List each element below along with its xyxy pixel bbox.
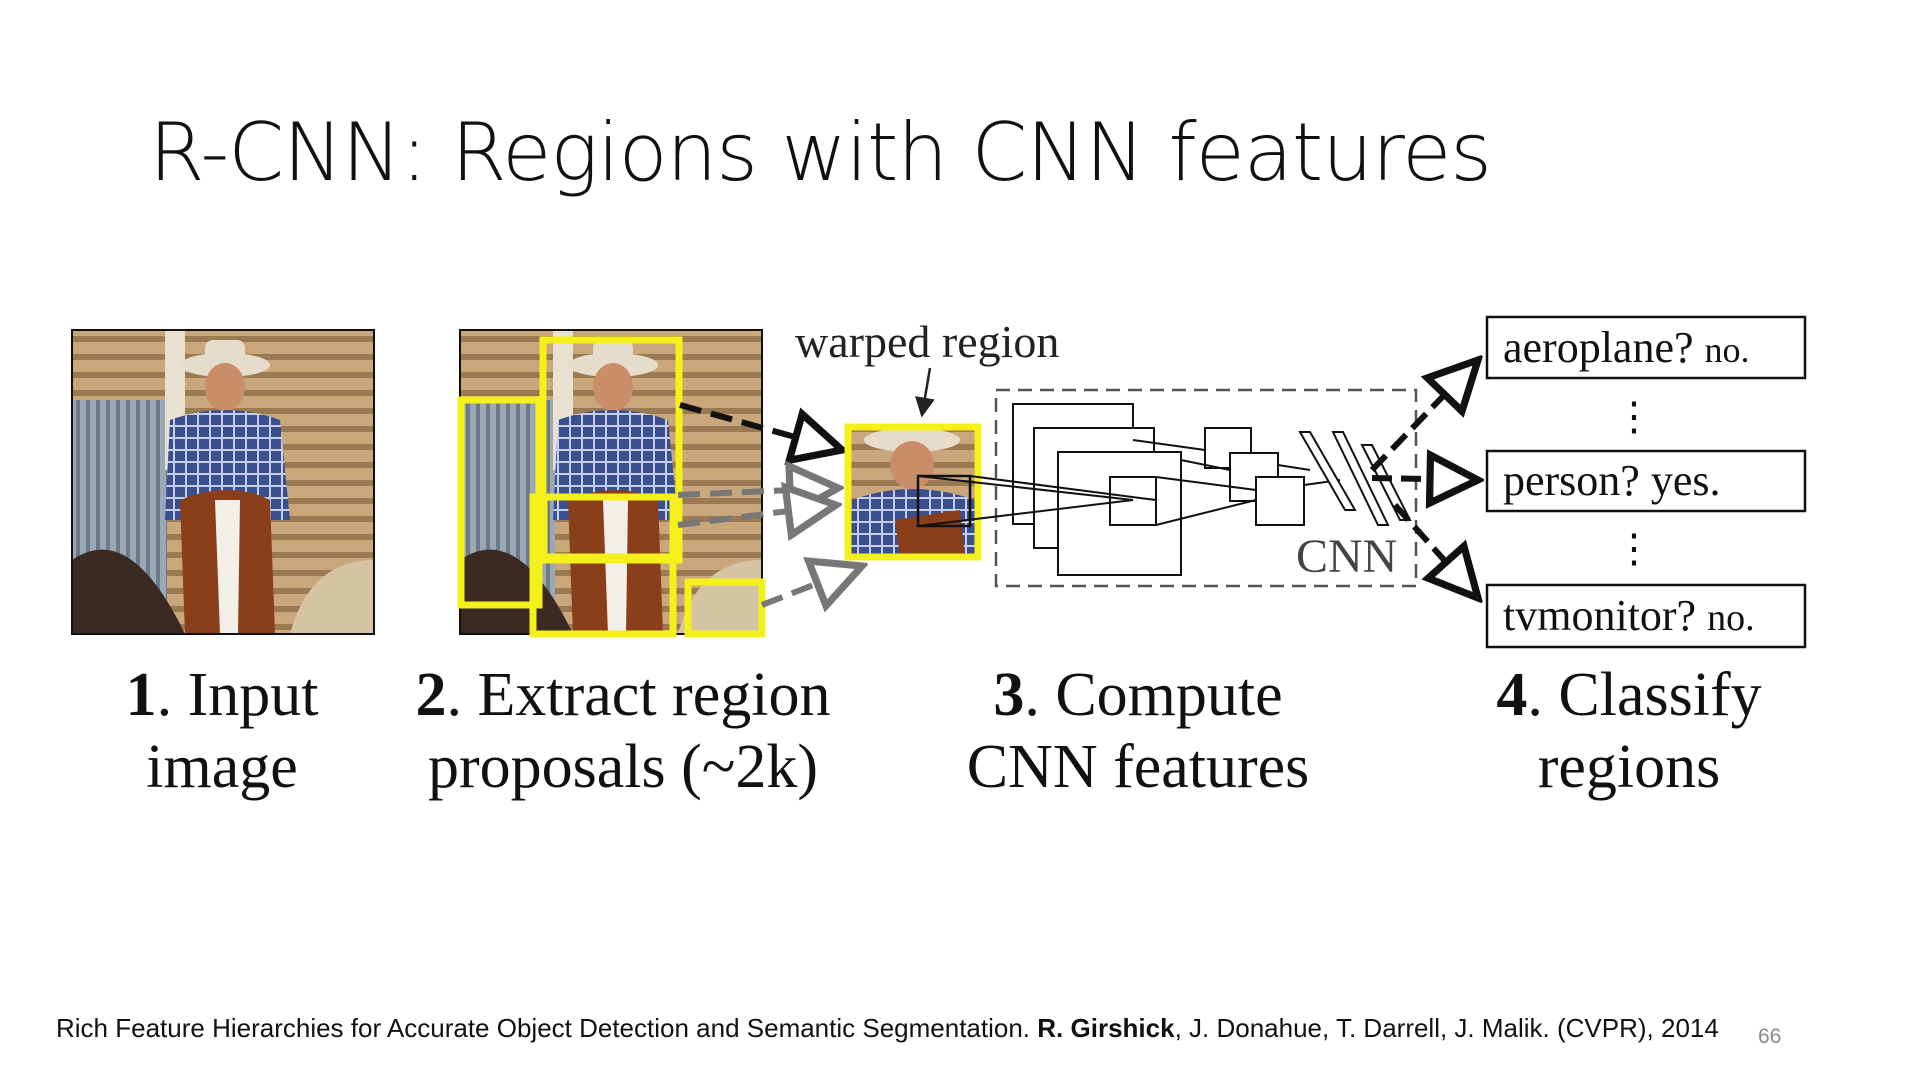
step-3-line-2: CNN features xyxy=(967,733,1310,801)
step-number: 4 xyxy=(1496,661,1527,729)
svg-text:aeroplane? no.: aeroplane? no. xyxy=(1503,323,1750,372)
page-number: 66 xyxy=(1758,1025,1782,1048)
output-answer: no. xyxy=(1705,330,1750,370)
ellipsis-1: ⋮ xyxy=(1614,394,1654,439)
proposal-box-fence xyxy=(457,396,543,609)
warped-region-image xyxy=(848,427,978,557)
ellipsis-2: ⋮ xyxy=(1614,526,1654,571)
step-4-line-1: 4. Classify xyxy=(1496,661,1761,729)
svg-text:tvmonitor? no.: tvmonitor? no. xyxy=(1503,591,1755,640)
feature-map-4 xyxy=(1204,427,1252,469)
step-1-line-1: 1. Input xyxy=(126,661,319,729)
proposal-box-small xyxy=(684,578,766,638)
citation-bold-author: R. Girshick xyxy=(1037,1013,1175,1043)
arrow-to-aeroplane xyxy=(1369,360,1478,473)
step-4-line-2: regions xyxy=(1538,733,1721,801)
cnn-label: CNN xyxy=(1296,530,1397,583)
warped-region-label: warped region xyxy=(795,316,1059,367)
step-2-line-1: 2. Extract region xyxy=(416,661,831,729)
warped-region-pointer xyxy=(915,367,935,418)
arrow-to-tvmonitor xyxy=(1392,503,1478,598)
output-class: person? xyxy=(1503,456,1640,505)
step-1-line-2: image xyxy=(146,733,298,801)
proposals-image xyxy=(460,330,762,634)
output-answer: no. xyxy=(1707,597,1755,639)
input-image xyxy=(72,330,374,634)
classify-arrows xyxy=(1369,360,1478,598)
cnn-dashed-border xyxy=(994,388,1418,588)
output-class: tvmonitor? xyxy=(1503,591,1696,640)
cnn-block: CNN xyxy=(917,388,1418,588)
citation: Rich Feature Hierarchies for Accurate Ob… xyxy=(56,1013,1719,1044)
citation-prefix: Rich Feature Hierarchies for Accurate Ob… xyxy=(56,1013,1031,1043)
output-box-person: person? yes. xyxy=(1485,449,1807,513)
arrow-gray-2 xyxy=(677,505,836,525)
slide-title: R-CNN: Regions with CNN features xyxy=(149,106,1492,199)
svg-text:person? yes.: person? yes. xyxy=(1503,456,1721,505)
step-number: 2 xyxy=(416,661,447,729)
step-number: 3 xyxy=(993,661,1024,729)
output-class: aeroplane? xyxy=(1503,323,1694,372)
arrow-main xyxy=(679,402,842,450)
output-answer: yes. xyxy=(1651,456,1721,505)
kernel-box-2 xyxy=(1255,476,1305,526)
step-number: 1 xyxy=(126,661,157,729)
output-box-aeroplane: aeroplane? no. xyxy=(1485,315,1807,380)
proposal-to-warp-arrows xyxy=(677,402,862,605)
output-box-tvmonitor: tvmonitor? no. xyxy=(1485,583,1807,649)
step-2-line-2: proposals (~2k) xyxy=(428,733,818,801)
citation-suffix: , J. Donahue, T. Darrell, J. Malik. (CVP… xyxy=(1174,1013,1719,1043)
step-3-line-1: 3. Compute xyxy=(993,661,1282,729)
cnn-connection-lines xyxy=(917,439,1341,527)
arrow-gray-3 xyxy=(760,566,862,605)
arrow-to-person xyxy=(1371,478,1478,480)
